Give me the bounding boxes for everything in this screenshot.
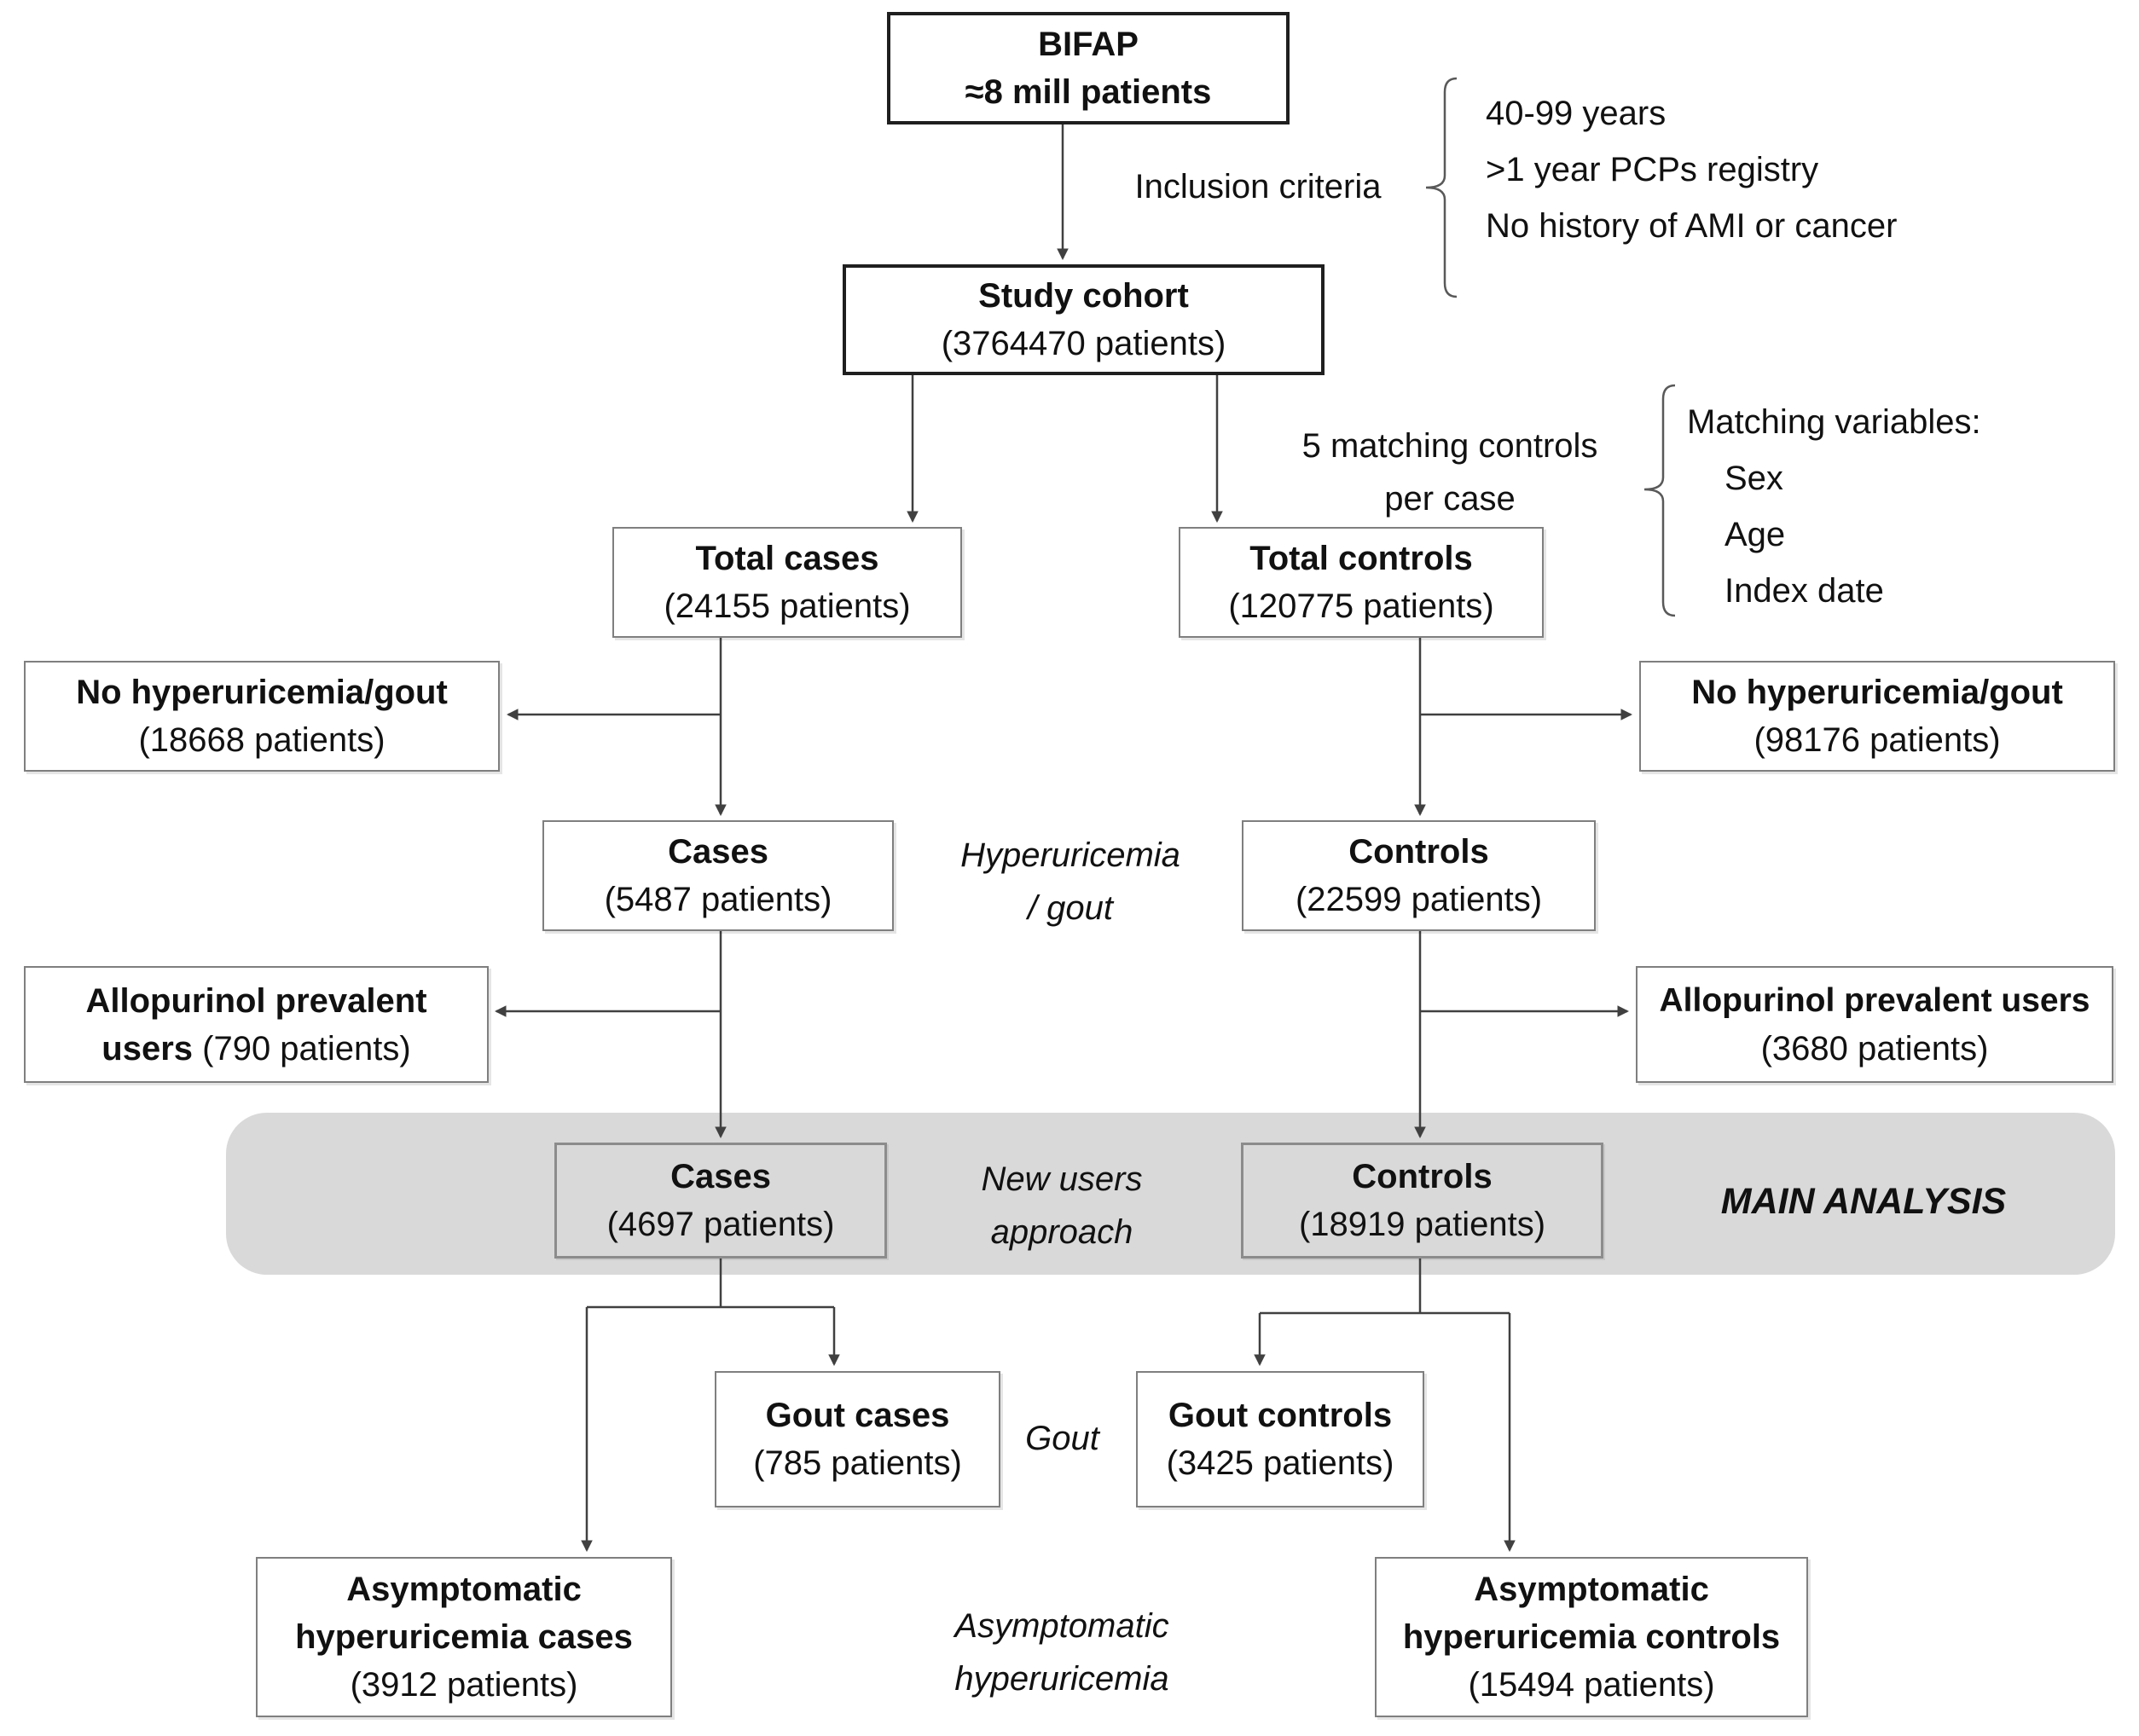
box-allopurinol-cases-subtitle-bold: users <box>101 1029 194 1068</box>
inclusion-criteria-label: Inclusion criteria <box>1134 168 1382 205</box>
box-no-hyperuricemia-controls-title: No hyperuricemia/gout <box>1691 674 2063 711</box>
box-asymptomatic-cases-title2: hyperuricemia cases <box>295 1618 633 1656</box>
box-allopurinol-controls: Allopurinol prevalent users (3680 patien… <box>1636 966 2113 1083</box>
stage-label-hyperuricemia-gout: Hyperuricemia / gout <box>900 829 1241 935</box>
stage-new-users-line1: New users <box>981 1160 1143 1198</box>
box-gout-controls-title: Gout controls <box>1168 1397 1393 1434</box>
matching-variables-list: Matching variables: Sex Age Index date <box>1687 394 1981 619</box>
box-cases-main: Cases (4697 patients) <box>554 1143 887 1259</box>
main-analysis-label: MAIN ANALYSIS <box>1720 1181 2007 1222</box>
box-gout-cases-title: Gout cases <box>765 1397 950 1434</box>
box-total-controls-title: Total controls <box>1249 540 1473 577</box>
box-total-controls-subtitle: (120775 patients) <box>1228 587 1494 625</box>
stage-label-new-users: New users approach <box>891 1153 1232 1259</box>
box-controls-main: Controls (18919 patients) <box>1241 1143 1603 1259</box>
box-cases-hyperuricemia-subtitle: (5487 patients) <box>604 881 832 918</box>
matching-variables-title: Matching variables: <box>1687 403 1981 441</box>
box-bifap: BIFAP ≈8 mill patients <box>887 12 1290 124</box>
box-gout-controls-subtitle: (3425 patients) <box>1166 1444 1394 1482</box>
inclusion-criteria-item: >1 year PCPs registry <box>1486 151 1819 188</box>
box-no-hyperuricemia-controls: No hyperuricemia/gout (98176 patients) <box>1639 661 2115 772</box>
box-bifap-subtitle: ≈8 mill patients <box>965 73 1212 111</box>
matching-controls-label: 5 matching controls per case <box>1279 420 1620 525</box>
stage-hyperuricemia-line1: Hyperuricemia <box>960 836 1180 874</box>
stage-asymptomatic-line1: Asymptomatic <box>954 1607 1169 1645</box>
box-no-hyperuricemia-cases-subtitle: (18668 patients) <box>138 721 385 759</box>
box-asymptomatic-cases-subtitle: (3912 patients) <box>350 1666 578 1704</box>
box-asymptomatic-cases-title: Asymptomatic <box>346 1571 582 1608</box>
box-no-hyperuricemia-controls-subtitle: (98176 patients) <box>1754 721 2001 759</box>
box-gout-cases: Gout cases (785 patients) <box>715 1371 1000 1507</box>
box-study-cohort-title: Study cohort <box>978 277 1189 315</box>
box-asymptomatic-controls-title: Asymptomatic <box>1474 1571 1709 1608</box>
inclusion-criteria-item: No history of AMI or cancer <box>1486 207 1898 245</box>
box-controls-main-title: Controls <box>1352 1158 1493 1195</box>
box-total-cases: Total cases (24155 patients) <box>612 527 962 638</box>
box-allopurinol-cases-subtitle-rest: (790 patients) <box>193 1029 411 1068</box>
box-allopurinol-controls-subtitle: (3680 patients) <box>1760 1029 1989 1068</box>
stage-hyperuricemia-line2: / gout <box>1027 889 1114 927</box>
box-no-hyperuricemia-cases-title: No hyperuricemia/gout <box>76 674 448 711</box>
matching-controls-label-line2: per case <box>1384 480 1516 518</box>
box-study-cohort: Study cohort (3764470 patients) <box>843 264 1325 375</box>
box-gout-controls: Gout controls (3425 patients) <box>1136 1371 1424 1507</box>
inclusion-criteria-item: 40-99 years <box>1486 95 1667 132</box>
matching-controls-label-line1: 5 matching controls <box>1301 427 1598 465</box>
stage-label-gout: Gout <box>1025 1420 1099 1457</box>
stage-new-users-line2: approach <box>990 1213 1133 1251</box>
box-asymptomatic-controls: Asymptomatic hyperuricemia controls (154… <box>1375 1557 1808 1717</box>
box-bifap-title: BIFAP <box>1038 26 1139 63</box>
box-study-cohort-subtitle: (3764470 patients) <box>941 325 1226 362</box>
box-allopurinol-cases: Allopurinol prevalent users (790 patient… <box>24 966 489 1083</box>
box-asymptomatic-controls-title2: hyperuricemia controls <box>1402 1618 1781 1656</box>
matching-variables-brace <box>1643 384 1676 617</box>
box-controls-hyperuricemia-subtitle: (22599 patients) <box>1295 881 1543 918</box>
main-analysis-band <box>226 1113 2115 1275</box>
matching-variable-item: Index date <box>1725 572 1884 610</box>
box-no-hyperuricemia-cases: No hyperuricemia/gout (18668 patients) <box>24 661 500 772</box>
box-cases-hyperuricemia: Cases (5487 patients) <box>542 820 894 931</box>
matching-variable-item: Sex <box>1725 460 1783 497</box>
box-cases-main-subtitle: (4697 patients) <box>606 1206 835 1243</box>
box-controls-hyperuricemia-title: Controls <box>1348 833 1489 871</box>
box-allopurinol-cases-subtitle: users (790 patients) <box>101 1025 410 1073</box>
inclusion-criteria-brace <box>1425 77 1458 298</box>
box-cases-main-title: Cases <box>670 1158 771 1195</box>
matching-variable-item: Age <box>1725 516 1786 553</box>
box-allopurinol-controls-title: Allopurinol prevalent users <box>1659 981 2090 1019</box>
box-total-cases-subtitle: (24155 patients) <box>664 587 911 625</box>
box-controls-hyperuricemia: Controls (22599 patients) <box>1242 820 1596 931</box>
box-total-controls: Total controls (120775 patients) <box>1179 527 1544 638</box>
inclusion-criteria-list: 40-99 years >1 year PCPs registry No his… <box>1486 85 1897 254</box>
box-asymptomatic-controls-subtitle: (15494 patients) <box>1468 1666 1715 1704</box>
stage-asymptomatic-line2: hyperuricemia <box>954 1660 1169 1698</box>
box-gout-cases-subtitle: (785 patients) <box>753 1444 962 1482</box>
box-controls-main-subtitle: (18919 patients) <box>1298 1206 1546 1243</box>
box-total-cases-title: Total cases <box>695 540 879 577</box>
box-cases-hyperuricemia-title: Cases <box>668 833 768 871</box>
box-allopurinol-cases-title: Allopurinol prevalent <box>85 981 427 1020</box>
box-asymptomatic-cases: Asymptomatic hyperuricemia cases (3912 p… <box>256 1557 672 1717</box>
stage-label-asymptomatic: Asymptomatic hyperuricemia <box>891 1600 1232 1705</box>
